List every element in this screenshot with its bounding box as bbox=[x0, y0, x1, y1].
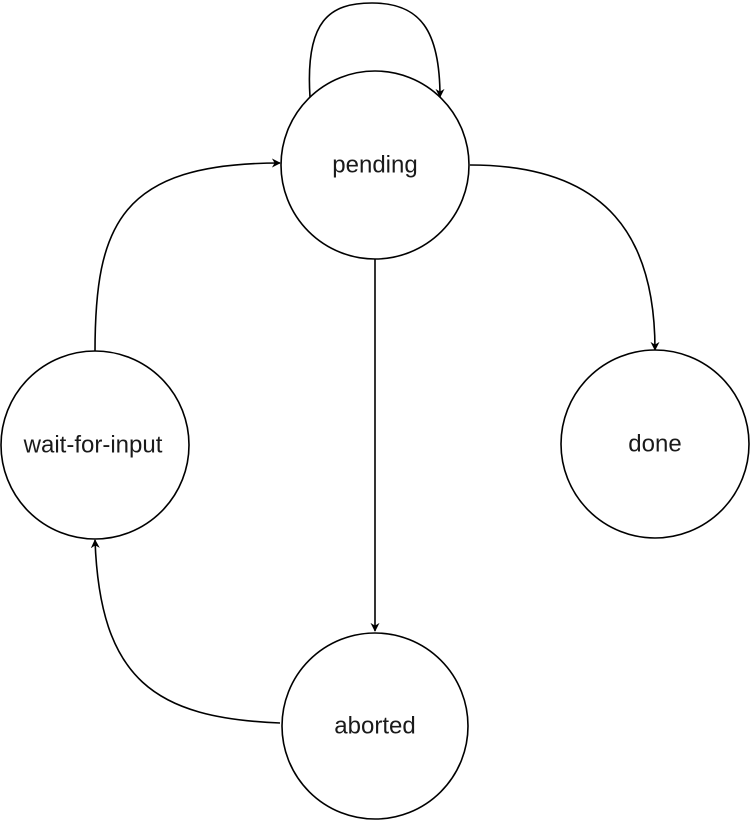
state-aborted[interactable]: aborted bbox=[281, 632, 469, 820]
state-aborted-label: aborted bbox=[334, 713, 415, 740]
transition-pending-to-pending bbox=[308, 2, 445, 98]
transition-wait-for-input-to-pending bbox=[94, 158, 281, 353]
state-done-circle bbox=[560, 349, 750, 539]
state-done-label: done bbox=[628, 431, 681, 458]
state-aborted-circle bbox=[281, 632, 469, 820]
state-pending[interactable]: pending bbox=[280, 70, 470, 260]
state-wait-for-input-label: wait-for-input bbox=[23, 432, 163, 459]
state-pending-label: pending bbox=[332, 152, 417, 179]
transition-pending-to-done bbox=[469, 164, 660, 351]
state-pending-circle bbox=[280, 70, 470, 260]
state-done[interactable]: done bbox=[560, 349, 750, 539]
state-wait-for-input[interactable]: wait-for-input bbox=[0, 350, 190, 540]
state-wait-for-input-circle bbox=[0, 350, 190, 540]
transition-aborted-to-wait-for-input bbox=[90, 539, 281, 724]
